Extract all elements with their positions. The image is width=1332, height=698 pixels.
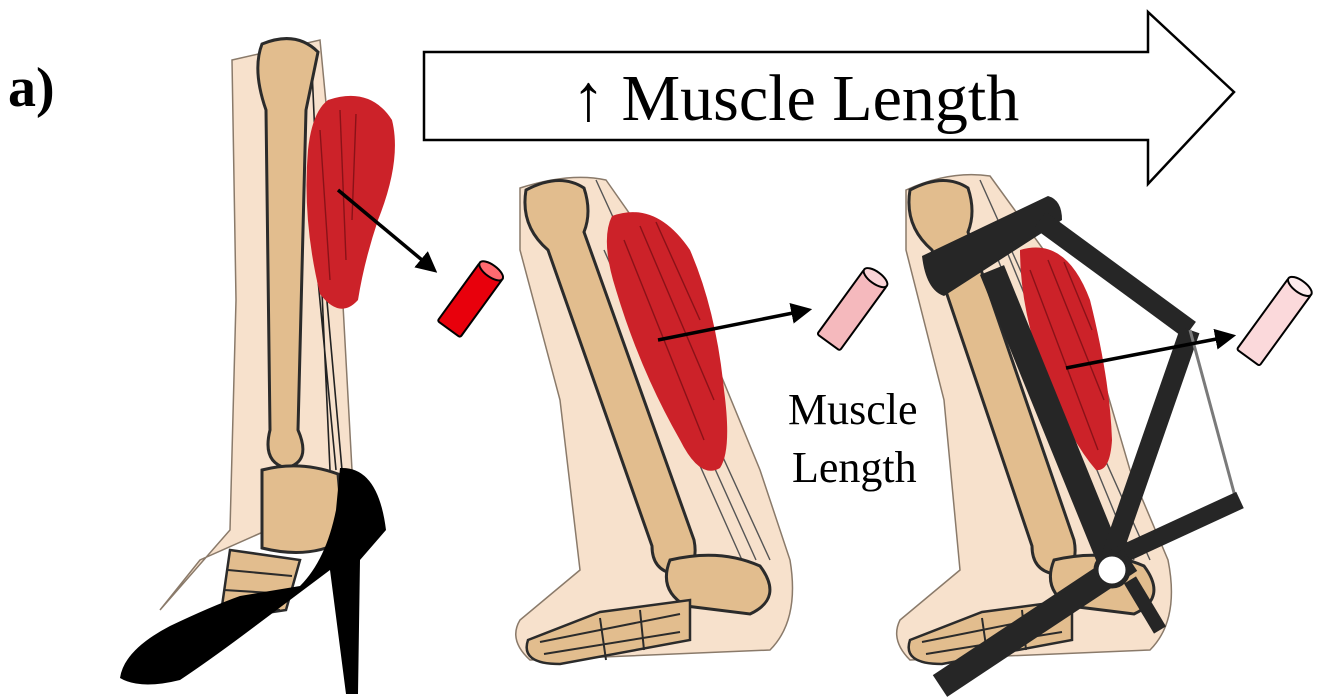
longest-muscle-fiber-icon: [1237, 273, 1315, 366]
brace-ankle-joint: [1096, 554, 1128, 586]
banner-arrow-label: ↑ Muscle Length: [572, 62, 1019, 135]
brace-cable: [1190, 330, 1236, 500]
leg-in-high-heel: [120, 39, 434, 694]
long-muscle-fiber-icon: [817, 265, 890, 351]
panel-label: a): [8, 57, 55, 119]
muscle-length-annotation-line1: Muscle: [788, 385, 918, 434]
muscle-length-banner-arrow: ↑ Muscle Length: [424, 12, 1234, 184]
leg-with-brace: [897, 175, 1240, 686]
muscle-length-annotation-line2: Length: [792, 443, 917, 492]
short-muscle-fiber-icon: [438, 258, 506, 338]
leg-neutral: [516, 177, 808, 664]
